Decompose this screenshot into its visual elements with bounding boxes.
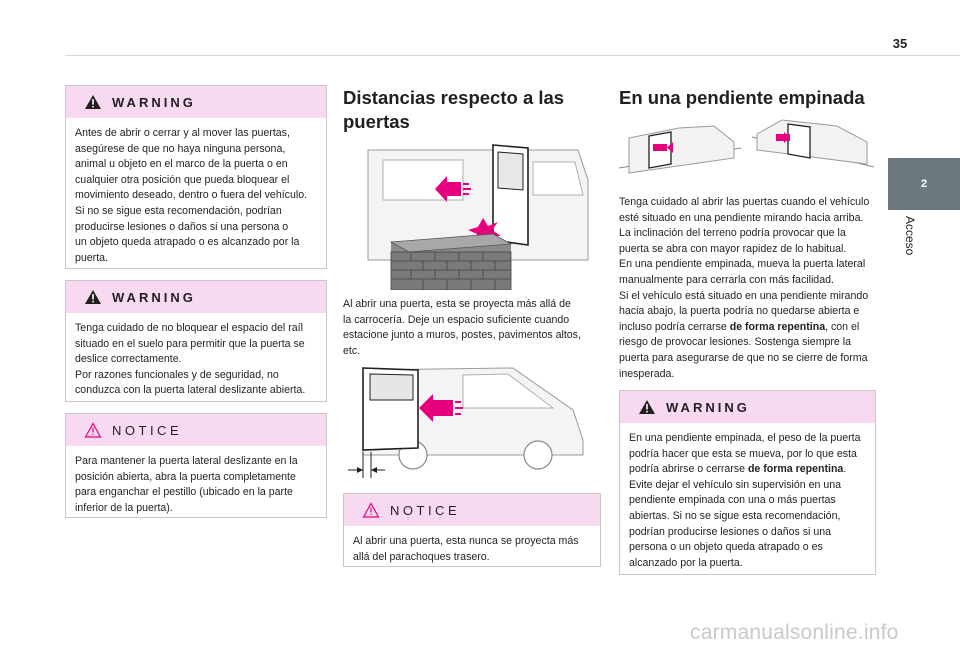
- warning-text: Antes de abrir o cerrar y al mover las p…: [66, 118, 326, 274]
- slope-illustration-uphill: [619, 125, 741, 174]
- warning-text: Tenga cuidado de no bloquear el espacio …: [66, 313, 326, 407]
- brick-wall: [389, 233, 513, 290]
- text-line: En una pendiente empinada, mueva la puer…: [619, 258, 866, 271]
- heading-line: Distancias respecto a las: [343, 87, 565, 108]
- emphasis-text: de forma repentina: [729, 320, 826, 333]
- text-line: En una pendiente empinada, el peso de la…: [629, 432, 861, 444]
- text-line: asegúrese de que no haya ninguna persona…: [75, 142, 286, 155]
- text-line: para enganchar el pestillo (ubicado en l…: [75, 486, 293, 499]
- text-line: podría hacer que esta se mueva, por lo q…: [629, 447, 857, 460]
- notice-header: NOTICE: [66, 414, 326, 446]
- text-line: puerta se abra con mayor rapidez de lo h…: [619, 242, 847, 255]
- text-line: la carrocería. Deje un espacio suficient…: [343, 313, 570, 326]
- text-line: conduzca con la puerta lateral deslizant…: [75, 384, 306, 397]
- chapter-tab[interactable]: 2: [888, 158, 960, 210]
- warning-box-1: WARNING Antes de abrir o cerrar y al mov…: [65, 85, 327, 269]
- warning-title: WARNING: [112, 94, 196, 110]
- warning-icon: [85, 290, 101, 304]
- text-line: podría abrirse o cerrarse de forma repen…: [629, 462, 867, 478]
- text-line: puerta.: [75, 251, 108, 264]
- notice-text: Al abrir una puerta, esta nunca se proye…: [344, 526, 600, 573]
- notice-icon: [84, 422, 102, 438]
- text-line: pendiente empinada con una o más puertas: [629, 494, 836, 507]
- text-line: situado en el suelo para permitir que la…: [75, 337, 305, 350]
- section-heading-slope: En una pendiente empinada: [619, 87, 865, 108]
- text-line: incluso podría cerrarse de forma repenti…: [619, 320, 881, 336]
- text-line: movimiento deseado, dentro o fuera del v…: [75, 189, 308, 202]
- emphasis-text: de forma repentina: [747, 463, 844, 476]
- text-line: cualquier otra posición que pueda bloque…: [75, 173, 290, 186]
- text-line: etc.: [343, 344, 361, 357]
- text-line: Por razones funcionales y de seguridad, …: [75, 368, 279, 381]
- text-line: persona o un objeto queda atrapado o es: [629, 541, 823, 554]
- notice-box-2: NOTICE Al abrir una puerta, esta nunca s…: [343, 493, 601, 567]
- text-line: manualmente para cerrarla con más facili…: [619, 273, 834, 286]
- notice-header: NOTICE: [344, 494, 600, 526]
- text-line: Al abrir una puerta, esta nunca se proye…: [353, 535, 579, 547]
- text-line: posición abierta, abra la puerta complet…: [75, 470, 296, 483]
- watermark: carmanualsonline.info: [690, 621, 899, 644]
- text-line: alcanzado por la puerta.: [629, 556, 743, 569]
- text-line: Para mantener la puerta lateral deslizan…: [75, 455, 298, 467]
- warning-box-2: WARNING Tenga cuidado de no bloquear el …: [65, 280, 327, 402]
- text-line: Si el vehículo está situado en una pendi…: [619, 289, 869, 302]
- notice-icon: [362, 502, 380, 518]
- text-line: La inclinación del terreno podría provoc…: [619, 227, 846, 240]
- impact-icon: [468, 218, 501, 246]
- text-line: puerta para asegurarse de que no se cier…: [619, 351, 868, 364]
- warning-text: En una pendiente empinada, el peso de la…: [620, 423, 875, 579]
- text-line: Antes de abrir o cerrar y al mover las p…: [75, 127, 290, 139]
- text-line: Al abrir una puerta, esta se proyecta má…: [343, 298, 571, 310]
- text-line: Si no se sigue esta recomendación, podrí…: [75, 204, 282, 217]
- arrow-icon: [419, 394, 463, 422]
- text-line: inferior de la puerta).: [75, 501, 173, 514]
- text-line: animal u objeto en el marco de la puerta…: [75, 158, 288, 171]
- text-line: inesperada.: [619, 367, 675, 380]
- warning-header: WARNING: [66, 281, 326, 313]
- text-run: podría abrirse o cerrarse: [629, 463, 745, 476]
- text-line: Tenga cuidado al abrir las puertas cuand…: [619, 196, 870, 208]
- warning-icon: [639, 400, 655, 414]
- warning-header: WARNING: [66, 86, 326, 118]
- text-line: hacia abajo, la puerta podría no quedars…: [619, 305, 860, 318]
- text-run: .: [843, 463, 847, 476]
- distances-paragraph: Al abrir una puerta, esta se proyecta má…: [343, 297, 598, 359]
- warning-title: WARNING: [666, 399, 750, 415]
- text-line: producirse lesiones o daños si una perso…: [75, 220, 289, 233]
- text-line: allá del parachoques trasero.: [353, 550, 490, 563]
- text-line: estacione junto a muros, postes, pavimen…: [343, 329, 581, 342]
- text-line: un objeto queda atrapado o es alcanzado …: [75, 236, 300, 249]
- text-line: riesgo de provocar lesiones. Sostenga si…: [619, 336, 852, 349]
- page-number: 35: [892, 36, 908, 51]
- warning-icon: [85, 95, 101, 109]
- van-door-clearance-illustration: [348, 367, 584, 478]
- notice-text: Para mantener la puerta lateral deslizan…: [66, 446, 326, 524]
- top-rule: [65, 55, 960, 56]
- warning-title: WARNING: [112, 289, 196, 305]
- section-heading-distances: Distancias respecto a las puertas: [343, 86, 593, 134]
- warning-box-3: WARNING En una pendiente empinada, el pe…: [619, 390, 876, 575]
- notice-title: NOTICE: [112, 422, 183, 438]
- notice-title: NOTICE: [390, 502, 461, 518]
- text-line: deslice correctamente.: [75, 353, 182, 366]
- text-line: Evite dejar el vehículo sin supervisión …: [629, 478, 841, 491]
- text-line: podrían producirse lesiones o daños si u…: [629, 525, 832, 538]
- text-line: esté situado en una pendiente mirando ha…: [619, 211, 864, 224]
- heading-line: puertas: [343, 111, 410, 132]
- text-run: , con el: [825, 320, 860, 333]
- warning-header: WARNING: [620, 391, 875, 423]
- text-line: abiertas. Si no se sigue esta recomendac…: [629, 509, 841, 522]
- notice-box-1: NOTICE Para mantener la puerta lateral d…: [65, 413, 327, 518]
- chapter-label: Acceso: [903, 216, 917, 256]
- text-run: incluso podría cerrarse: [619, 320, 727, 333]
- van-wall-illustration: [367, 144, 589, 290]
- arrow-icon: [435, 176, 471, 202]
- slope-illustration-downhill: [752, 119, 874, 168]
- slope-paragraph: Tenga cuidado al abrir las puertas cuand…: [619, 195, 881, 382]
- text-line: Tenga cuidado de no bloquear el espacio …: [75, 322, 303, 334]
